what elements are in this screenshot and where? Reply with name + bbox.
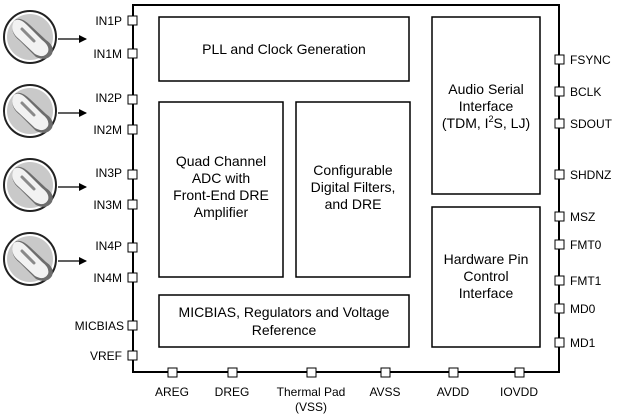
pin-in3m [127, 199, 138, 210]
pin-label-bclk: BCLK [570, 85, 601, 99]
mic-arrows [58, 35, 87, 265]
pin-label-in2p: IN2P [95, 91, 122, 105]
pin-md1 [554, 337, 565, 348]
asi-label-line2: Interface [459, 98, 514, 114]
pin-label-fmt1: FMT1 [570, 274, 602, 288]
micbias-box [158, 294, 410, 348]
filters-label-line2: Digital Filters, [311, 179, 396, 195]
pll-label: PLL and Clock Generation [202, 41, 366, 57]
left-pins: IN1P IN1M IN2P IN2M IN3P IN3M IN4P IN4M … [75, 14, 138, 363]
pin-avdd [448, 367, 459, 378]
pin-label-msz: MSZ [570, 210, 595, 224]
hw-box [431, 206, 541, 348]
filters-label-line3: and DRE [325, 196, 382, 212]
pin-label-in3p: IN3P [95, 166, 122, 180]
pin-label-iovdd: IOVDD [500, 385, 538, 399]
pin-label-in4m: IN4M [93, 271, 122, 285]
pin-msz [554, 211, 565, 222]
adc-block: Quad Channel ADC with Front-End DRE Ampl… [158, 101, 284, 278]
adc-label-line3: Front-End DRE [173, 187, 269, 203]
filters-block: Configurable Digital Filters, and DRE [295, 101, 411, 278]
pin-label-micbias: MICBIAS [75, 319, 124, 333]
asi-line3-prefix: (TDM, I [442, 115, 489, 131]
asi-box [431, 16, 541, 195]
pin-label-dreg: DREG [215, 385, 250, 399]
adc-label-line4: Amplifier [194, 204, 249, 220]
pin-label-fsync: FSYNC [570, 53, 611, 67]
pin-fmt1 [554, 275, 565, 286]
pin-avss [380, 367, 391, 378]
filters-label-line1: Configurable [313, 162, 393, 178]
pin-iovdd [514, 367, 525, 378]
pin-shdnz [554, 169, 565, 180]
pll-block: PLL and Clock Generation [158, 16, 410, 82]
pin-label-avss: AVSS [369, 385, 400, 399]
asi-label-line3: (TDM, I2S, LJ) [442, 114, 530, 131]
pin-label-vref: VREF [90, 349, 122, 363]
pin-label-areg: AREG [155, 385, 189, 399]
microphone-icon [2, 83, 58, 139]
right-pins: FSYNC BCLK SDOUT SHDNZ MSZ FMT0 FMT1 MD0… [554, 53, 613, 350]
asi-line3-sup: 2 [489, 114, 494, 124]
pin-label-sdout: SDOUT [570, 117, 613, 131]
adc-box [158, 101, 284, 278]
hw-block: Hardware Pin Control Interface [431, 206, 541, 348]
asi-label-line1: Audio Serial [448, 81, 524, 97]
pin-micbias [127, 320, 138, 331]
hw-label-line3: Interface [459, 285, 514, 301]
pin-label-md1: MD1 [570, 336, 596, 350]
pin-label-vss: (VSS) [295, 400, 327, 414]
pin-in2m [127, 124, 138, 135]
pin-label-in3m: IN3M [93, 198, 122, 212]
pin-in1m [127, 48, 138, 59]
microphone-icon [2, 231, 58, 287]
pin-thermal-pad [306, 367, 317, 378]
pin-in3p [127, 169, 138, 180]
filters-box [295, 101, 411, 278]
adc-label-line2: ADC with [192, 170, 250, 186]
pin-in2p [127, 94, 138, 105]
pin-fmt0 [554, 239, 565, 250]
micbias-label-line2: Reference [252, 322, 317, 338]
asi-line3-suffix: S, LJ) [494, 115, 531, 131]
pin-dreg [227, 367, 238, 378]
asi-block: Audio Serial Interface (TDM, I2S, LJ) [431, 16, 541, 195]
pin-label-md0: MD0 [570, 302, 596, 316]
pin-label-in4p: IN4P [95, 239, 122, 253]
micbias-block: MICBIAS, Regulators and Voltage Referenc… [158, 294, 410, 348]
pin-bclk [554, 86, 565, 97]
microphone-icon [2, 9, 58, 65]
pin-md0 [554, 303, 565, 314]
pin-in4p [127, 242, 138, 253]
microphones-group [2, 9, 58, 287]
bottom-pins: AREG DREG Thermal Pad (VSS) AVSS AVDD IO… [155, 367, 538, 414]
pin-label-avdd: AVDD [437, 385, 470, 399]
pin-in4m [127, 272, 138, 283]
pin-label-thermal-pad: Thermal Pad [277, 385, 346, 399]
pll-box [158, 16, 410, 82]
hw-label-line1: Hardware Pin [444, 251, 529, 267]
pin-fsync [554, 54, 565, 65]
pin-areg [167, 367, 178, 378]
pin-in1p [127, 15, 138, 26]
micbias-label-line1: MICBIAS, Regulators and Voltage [179, 304, 390, 320]
pin-label-in2m: IN2M [93, 123, 122, 137]
microphone-icon [2, 157, 58, 213]
pin-sdout [554, 118, 565, 129]
hw-label-line2: Control [463, 268, 508, 284]
pin-label-in1p: IN1P [95, 14, 122, 28]
adc-label-line1: Quad Channel [176, 153, 266, 169]
pin-vref [127, 350, 138, 361]
pin-label-in1m: IN1M [93, 47, 122, 61]
pin-label-fmt0: FMT0 [570, 238, 602, 252]
pin-label-shdnz: SHDNZ [570, 168, 611, 182]
